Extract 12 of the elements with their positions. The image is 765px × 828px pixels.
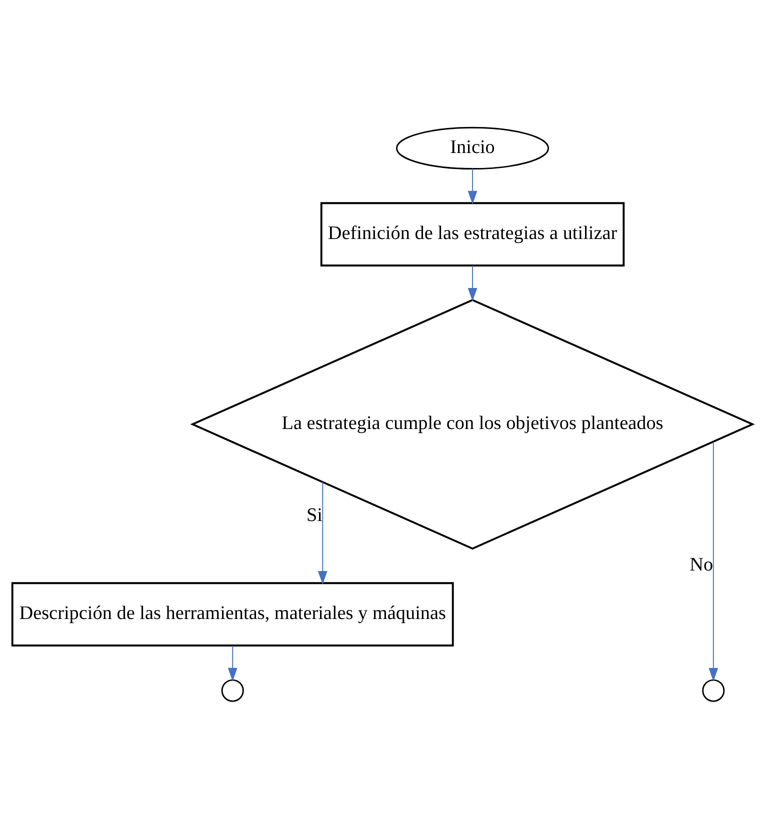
node-ellipse: Inicio: [396, 126, 550, 169]
arrow: [228, 644, 238, 681]
node-circle: [702, 678, 725, 702]
arrow: [468, 168, 478, 204]
node-circle: [221, 678, 244, 702]
arrow: [468, 264, 478, 301]
node-box: Definición de las estrategias a utilizar: [320, 202, 625, 266]
arrow: [318, 481, 328, 584]
node-box: Descripción de las herramientas, materiales y máquinas: [11, 582, 454, 646]
edge-label: No: [690, 554, 714, 575]
edge-label: Si: [306, 504, 322, 526]
arrow: [708, 440, 718, 681]
